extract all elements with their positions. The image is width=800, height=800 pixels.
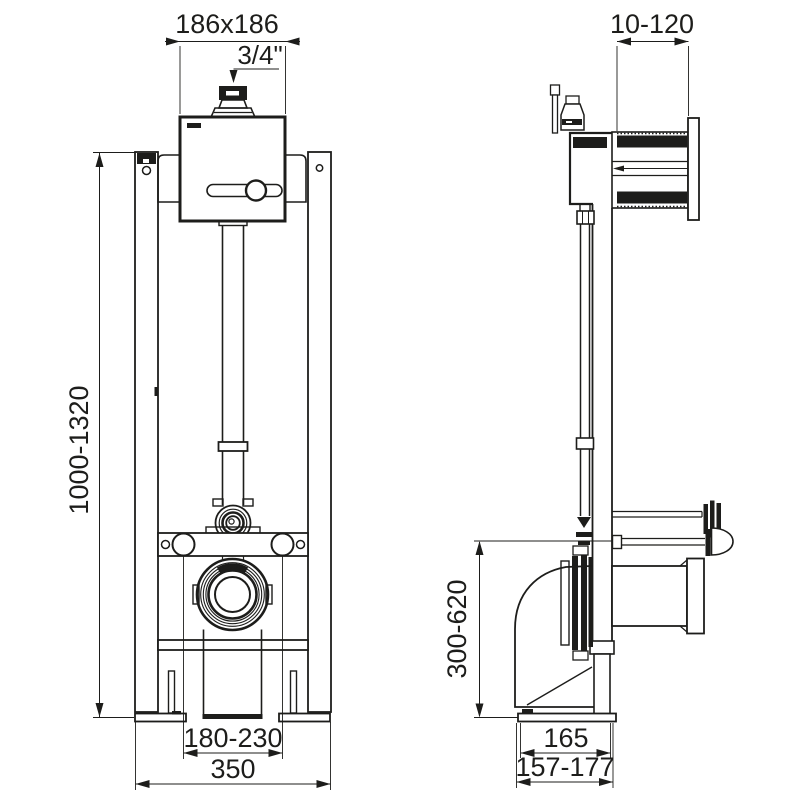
mounting-stud-lower	[611, 527, 734, 556]
flush-lever	[206, 179, 283, 202]
dim-label-frame-width: 350	[210, 754, 255, 784]
foot-side	[593, 653, 611, 715]
dim-wall-distance: 10-120	[610, 9, 694, 131]
front-elevation	[134, 86, 332, 723]
cistern-logo	[187, 123, 201, 128]
dim-outlet-height: 300-620	[442, 540, 612, 718]
base-plate-mark	[172, 711, 181, 715]
waste-pipe-side	[611, 557, 705, 635]
front-left-rail	[134, 151, 159, 713]
wall-anchor-clip	[137, 153, 156, 176]
mounting-crossbar	[157, 526, 309, 557]
cistern-side	[568, 131, 612, 206]
cistern-front	[178, 115, 287, 223]
pan-bolt-left	[171, 532, 196, 557]
base-plate-right	[278, 712, 331, 723]
base-plate-side	[517, 712, 617, 723]
wall-bracket-side	[611, 131, 689, 209]
pipe-clamp-details	[576, 517, 592, 545]
dim-base-depth: 165	[520, 723, 611, 758]
drain-duct	[202, 629, 263, 719]
flush-pipe-side	[575, 204, 595, 516]
foot-bracket-right	[289, 670, 298, 714]
cistern-bracket-right	[285, 154, 307, 203]
dim-outlet-spacing: 180-230	[183, 556, 283, 759]
inlet-valve-side	[549, 84, 585, 134]
dim-cistern-size: 186x186	[165, 9, 300, 114]
dim-label-base-depth: 165	[543, 723, 588, 753]
rail-mark	[154, 387, 159, 396]
waste-outlet-front	[192, 557, 273, 632]
dimension-annotations: 186x186 3/4" 10-120 1000-1320	[64, 9, 694, 790]
front-right-rail	[307, 151, 332, 713]
dim-label-frame-depth: 157-177	[515, 752, 614, 782]
dim-label-outlet-spacing: 180-230	[183, 723, 282, 753]
wall-plate	[687, 117, 700, 221]
cistern-bracket-left	[157, 154, 181, 203]
dim-inlet-thread: 3/4"	[229, 40, 283, 83]
flush-pipe-front	[212, 220, 254, 507]
lower-crossbar	[157, 639, 309, 651]
outlet-elbow-side	[514, 565, 594, 713]
dim-label-cistern-size: 186x186	[175, 9, 279, 39]
foot-bracket-left	[167, 670, 176, 714]
side-elevation	[514, 84, 734, 723]
base-plate-left	[134, 712, 187, 723]
pipe-fitting-front	[214, 504, 252, 542]
inlet-valve-front	[209, 86, 257, 118]
dim-label-wall-distance: 10-120	[610, 9, 694, 39]
pan-bolt-right	[270, 532, 295, 557]
dim-label-frame-height: 1000-1320	[64, 385, 94, 514]
dim-label-inlet-thread: 3/4"	[237, 40, 282, 70]
rail-hole	[315, 164, 324, 172]
dim-frame-width: 350	[135, 722, 331, 790]
dim-frame-depth: 157-177	[515, 723, 615, 788]
outlet-flange-side	[560, 545, 593, 661]
foot-joint-side	[589, 640, 615, 655]
dim-frame-height: 1000-1320	[64, 152, 135, 718]
mounting-stud-upper	[612, 500, 721, 538]
dim-label-outlet-height: 300-620	[442, 579, 472, 678]
